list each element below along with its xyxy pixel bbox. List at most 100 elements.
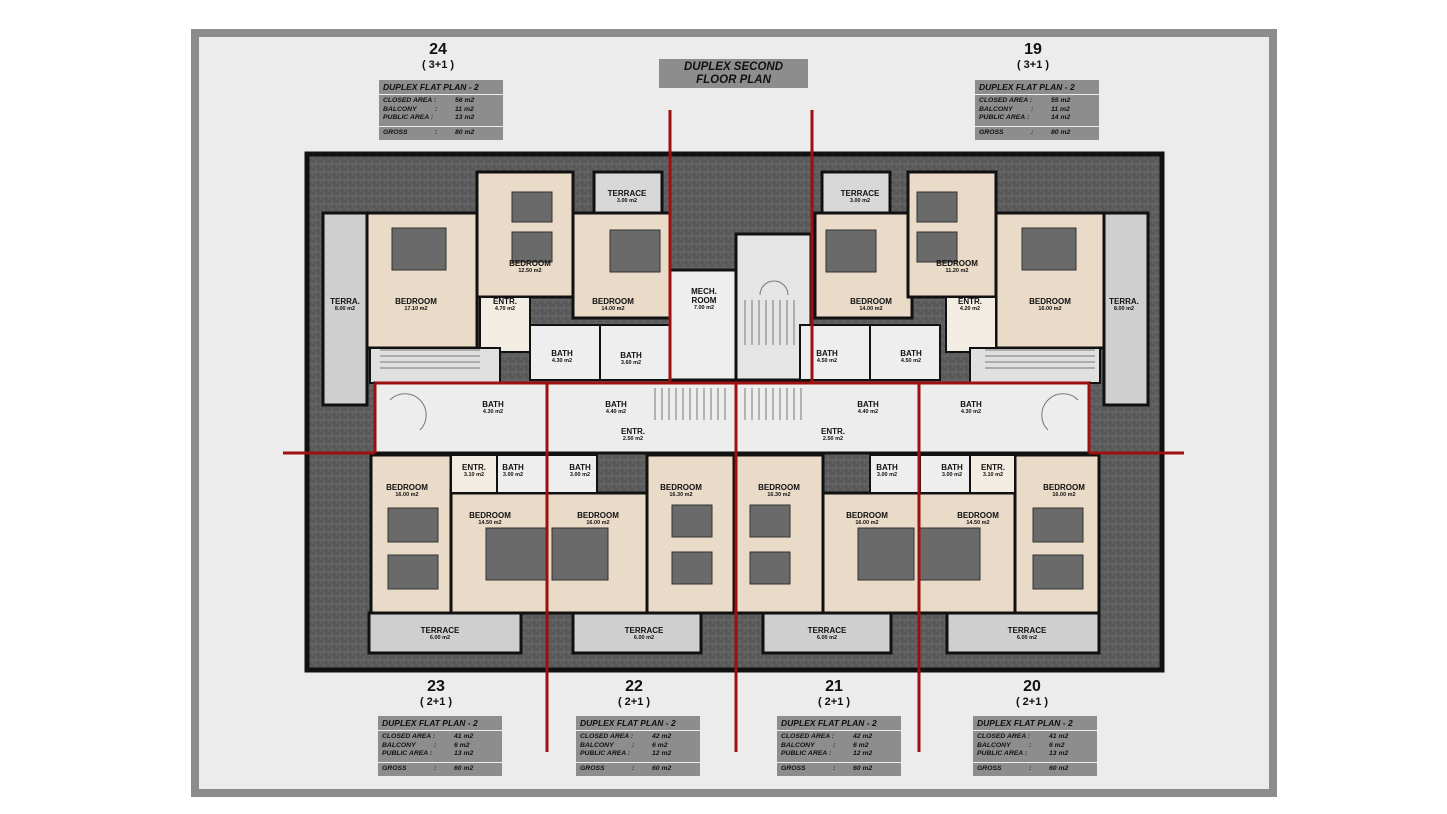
floor-area: [668, 268, 738, 382]
room-area: 16.00 m2: [855, 520, 879, 526]
floor-area: [373, 381, 1091, 455]
room-name: BEDROOM: [660, 483, 702, 492]
unit-header: 20 ( 2+1 ): [992, 678, 1072, 709]
unit-number: 23: [427, 678, 445, 695]
unit-info-box: DUPLEX FLAT PLAN - 2 CLOSED AREA :41 m2 …: [378, 716, 502, 776]
info-title: DUPLEX FLAT PLAN - 2: [975, 80, 1099, 95]
room-area: 12.50 m2: [518, 268, 542, 274]
room-area: 16.30 m2: [767, 492, 791, 498]
public-label: PUBLIC AREA :: [977, 750, 1028, 758]
room-label: TERRA.8.00 m2: [1109, 297, 1139, 313]
unit-info-box: DUPLEX FLAT PLAN - 2 CLOSED AREA :42 m2 …: [777, 716, 901, 776]
public-label: PUBLIC AREA :: [382, 750, 433, 758]
room-area: 3.10 m2: [463, 472, 485, 478]
colon: :: [1029, 764, 1032, 772]
closed-label: CLOSED AREA :: [383, 97, 437, 104]
public-value: 12 m2: [853, 750, 873, 758]
room-name: TERRACE: [807, 626, 847, 635]
room-label: ENTR.2.50 m2: [821, 427, 845, 443]
unit-type: ( 2+1 ): [419, 696, 453, 708]
room-name: BATH: [941, 463, 963, 472]
room-name: ENTR.: [821, 427, 845, 436]
gross-label: GROSS: [383, 128, 408, 136]
unit-header: 19 ( 3+1 ): [993, 41, 1073, 72]
unit-number: 19: [1024, 41, 1042, 58]
unit-info-box: DUPLEX FLAT PLAN - 2 CLOSED AREA :42 m2 …: [576, 716, 700, 776]
floor-area: [969, 347, 1101, 384]
floor-area: [969, 454, 1016, 494]
gross-label: GROSS: [977, 764, 1002, 772]
floor-area: [599, 324, 671, 381]
gross-label: GROSS: [979, 128, 1004, 136]
room-name: TERRACE: [1007, 626, 1047, 635]
public-value: 14 m2: [1051, 114, 1071, 122]
floor-area: [496, 454, 548, 494]
room-area: 4.20 m2: [959, 306, 981, 312]
closed-label: CLOSED AREA :: [580, 733, 634, 740]
room-name: BEDROOM: [1029, 297, 1071, 306]
room-name: BATH: [816, 349, 838, 358]
info-title: DUPLEX FLAT PLAN - 2: [379, 80, 503, 95]
room-area: 3.00 m2: [941, 472, 963, 478]
room-area: 14.00 m2: [601, 306, 625, 312]
room-label: ENTR.4.70 m2: [493, 297, 517, 313]
closed-value: 41 m2: [1049, 733, 1069, 740]
room-area: 4.30 m2: [482, 409, 504, 415]
gross-value: 80 m2: [1051, 128, 1071, 136]
balcony-label: BALCONY: [383, 105, 417, 113]
balcony-label: BALCONY: [382, 741, 416, 749]
floor-area: [869, 324, 941, 381]
gross-value: 60 m2: [1049, 764, 1069, 772]
room-area: 6.00 m2: [816, 635, 838, 641]
room-area: 11.20 m2: [945, 268, 969, 274]
public-label: PUBLIC AREA :: [383, 114, 434, 122]
room-name: TERRACE: [624, 626, 664, 635]
closed-value: 55 m2: [1051, 97, 1071, 104]
public-value: 13 m2: [455, 114, 475, 122]
room-label: ENTR.3.10 m2: [462, 463, 486, 479]
room-area: 4.40 m2: [857, 409, 879, 415]
room-area: 14.50 m2: [966, 520, 990, 526]
plan-title-line2: FLOOR PLAN: [696, 74, 771, 86]
room-area: 6.00 m2: [1016, 635, 1038, 641]
room-name: ENTR.: [981, 463, 1005, 472]
room-name: BEDROOM: [395, 297, 437, 306]
colon: :: [434, 764, 437, 772]
room-name: BEDROOM: [386, 483, 428, 492]
room-area: 16.00 m2: [1052, 492, 1076, 498]
room-name: ENTR.: [621, 427, 645, 436]
room-area: 4.30 m2: [551, 358, 573, 364]
room-area: 4.40 m2: [605, 409, 627, 415]
room-name: TERRACE: [607, 189, 647, 198]
room-name: BATH: [620, 351, 642, 360]
room-area: 16.00 m2: [1038, 306, 1062, 312]
room-name: ENTR.: [462, 463, 486, 472]
terrace: [945, 611, 1101, 655]
floor-area: [450, 454, 498, 494]
room-name: MECH. ROOM: [691, 287, 717, 305]
room-area: 2.50 m2: [622, 436, 644, 442]
room-name: BEDROOM: [577, 511, 619, 520]
room-area: 4.30 m2: [960, 409, 982, 415]
room-area: 16.00 m2: [395, 492, 419, 498]
room-area: 6.00 m2: [633, 635, 655, 641]
room-area: 16.00 m2: [586, 520, 610, 526]
public-label: PUBLIC AREA :: [979, 114, 1030, 122]
floor-area: [734, 232, 813, 382]
room-name: BEDROOM: [846, 511, 888, 520]
colon: :: [435, 105, 438, 113]
colon: :: [632, 741, 635, 749]
